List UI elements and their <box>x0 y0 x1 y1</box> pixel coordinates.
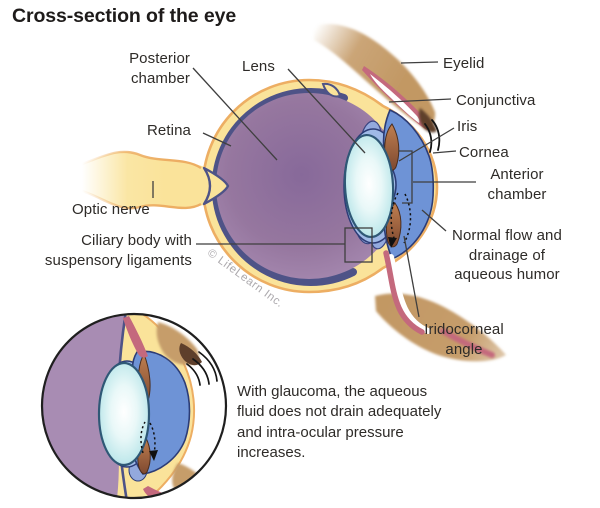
inset-flow-arrowhead <box>149 450 158 461</box>
label-iridocorneal-angle: Iridocorneal angle <box>424 321 504 358</box>
leader-normal-flow <box>421 209 447 232</box>
upper-conjunctival-sac <box>370 74 420 123</box>
inset-blocked-flow-arrow <box>140 421 156 454</box>
optic-nerve-shape <box>82 151 212 209</box>
label-ciliary-body: Ciliary body with suspensory ligaments <box>44 232 192 269</box>
eyelid-margin-shape <box>419 108 437 133</box>
label-retina: Retina <box>147 122 191 139</box>
leader-retina <box>202 132 232 147</box>
leader-conjunctiva <box>388 98 452 103</box>
lower-conjunctiva-shape <box>383 250 425 335</box>
inset-eyelashes <box>186 351 218 386</box>
leader-lens <box>287 68 366 154</box>
leader-lines <box>152 61 476 318</box>
lower-conjunctival-sac <box>388 254 431 334</box>
optic-disc-notch <box>202 166 230 206</box>
label-eyelid: Eyelid <box>443 55 485 72</box>
inset-lens <box>97 361 151 467</box>
label-iris: Iris <box>457 118 478 135</box>
inset-conjunctiva-top <box>123 316 148 358</box>
inset-eyelid-margin <box>179 343 202 366</box>
lower-lid-inner-rim <box>440 328 495 358</box>
leader-iris <box>398 127 455 162</box>
label-lens: Lens <box>242 58 275 75</box>
figure-title: Cross-section of the eye <box>12 5 237 27</box>
inset-circle-border <box>40 312 228 500</box>
label-posterior-chamber: Posterior chamber <box>129 50 190 87</box>
eyelashes <box>424 119 441 153</box>
glaucoma-caption: With glaucoma, the aqueous fluid does no… <box>237 383 442 461</box>
box-ciliary-body <box>344 227 373 263</box>
leader-eyelid <box>400 61 439 64</box>
retina-notch <box>321 82 342 98</box>
glaucoma-inset <box>40 312 228 500</box>
label-anterior-chamber: Anterior chamber <box>487 166 547 203</box>
label-conjunctiva: Conjunctiva <box>456 92 536 109</box>
main-eye-diagram <box>81 24 506 362</box>
label-optic-nerve: Optic nerve <box>72 201 150 218</box>
leader-cornea <box>432 150 457 154</box>
optic-nerve-lower-edge <box>81 189 202 210</box>
label-cornea: Cornea <box>459 144 509 161</box>
aqueous-flow-arrow <box>390 192 412 244</box>
label-normal-flow: Normal flow and drainage of aqueous humo… <box>452 227 562 283</box>
inset-vitreous <box>42 314 128 498</box>
leader-posterior-chamber <box>192 67 278 161</box>
aqueous-flow-arrowhead <box>388 237 397 248</box>
leader-iridocorneal <box>403 235 420 318</box>
bracket-anterior-chamber <box>398 150 413 204</box>
optic-nerve-upper-edge <box>81 150 202 170</box>
